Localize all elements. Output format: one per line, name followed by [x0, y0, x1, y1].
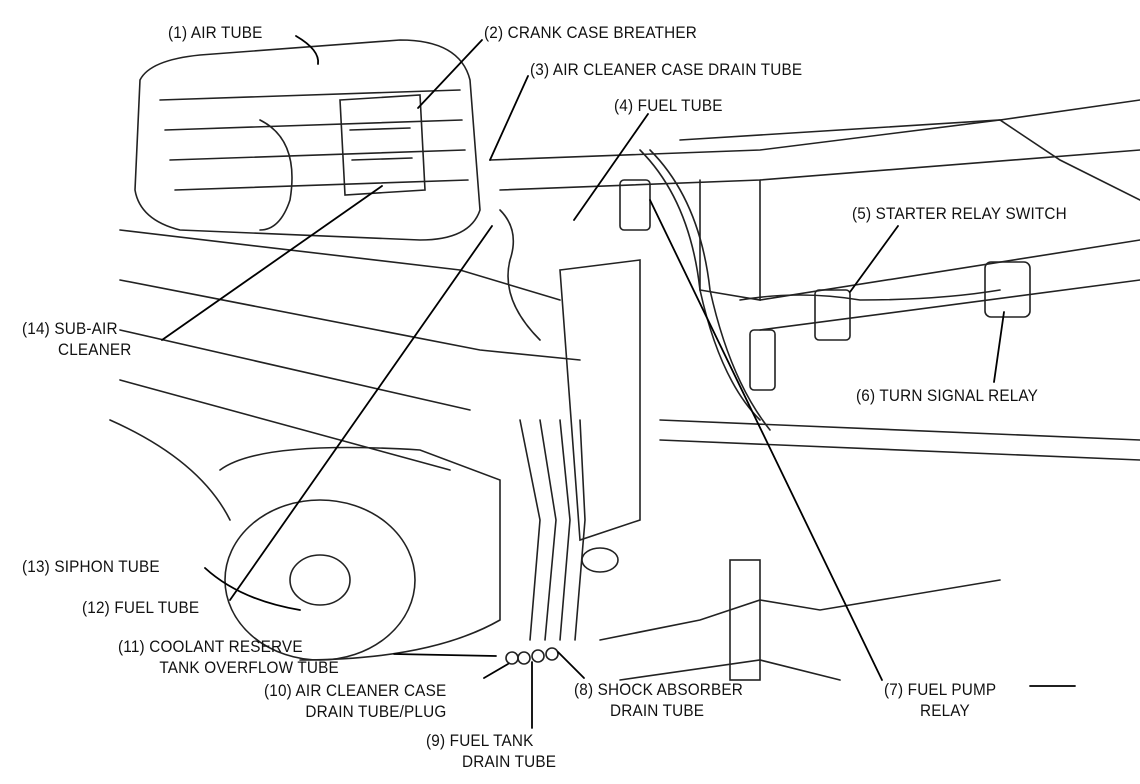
- label-air-tube: (1) AIR TUBE: [168, 22, 263, 43]
- relay-drawing: [619, 179, 1031, 391]
- cylinder-head-drawing: [134, 39, 481, 241]
- label-text: CLEANER: [58, 340, 132, 359]
- label-crank-case-breather: (2) CRANK CASE BREATHER: [484, 22, 697, 43]
- label-text: (14) SUB-AIR: [22, 319, 118, 338]
- label-air-cleaner-case-drain-tube-plug: (10) AIR CLEANER CASE DRAIN TUBE/PLUG: [264, 680, 446, 722]
- label-text: (13) SIPHON TUBE: [22, 557, 160, 576]
- label-text: (11) COOLANT RESERVE: [118, 637, 303, 656]
- label-text: (8) SHOCK ABSORBER: [574, 680, 744, 699]
- label-fuel-tube-12: (12) FUEL TUBE: [82, 597, 199, 618]
- label-shock-absorber-drain-tube: (8) SHOCK ABSORBER DRAIN TUBE: [574, 679, 743, 721]
- label-turn-signal-relay: (6) TURN SIGNAL RELAY: [856, 385, 1038, 406]
- leader-line-5: [849, 225, 899, 293]
- label-text: (3) AIR CLEANER CASE DRAIN TUBE: [530, 60, 803, 79]
- label-starter-relay-switch: (5) STARTER RELAY SWITCH: [852, 203, 1067, 224]
- label-air-cleaner-case-drain-tube: (3) AIR CLEANER CASE DRAIN TUBE: [530, 59, 802, 80]
- leader-line-4: [573, 113, 649, 221]
- label-text: DRAIN TUBE: [610, 701, 705, 720]
- label-text: (10) AIR CLEANER CASE: [264, 681, 447, 700]
- label-text: (5) STARTER RELAY SWITCH: [852, 204, 1067, 223]
- frame-rails-drawing: [119, 99, 1140, 471]
- leader-line-3: [489, 75, 529, 161]
- label-text: (7) FUEL PUMP: [884, 680, 997, 699]
- label-text: (1) AIR TUBE: [168, 23, 263, 42]
- leader-lines: [161, 35, 1076, 729]
- label-fuel-pump-relay: (7) FUEL PUMP RELAY: [884, 679, 996, 721]
- label-text: (2) CRANK CASE BREATHER: [484, 23, 698, 42]
- label-fuel-tank-drain-tube: (9) FUEL TANK DRAIN TUBE: [426, 730, 556, 772]
- label-text: (6) TURN SIGNAL RELAY: [856, 386, 1039, 405]
- leader-line-8: [557, 651, 585, 679]
- label-text: DRAIN TUBE/PLUG: [305, 702, 447, 721]
- engine-case-drawing: [109, 259, 1001, 681]
- wire-harness-drawing: [499, 149, 1001, 641]
- leader-line-11: [393, 653, 497, 657]
- drain-tube-ends-drawing: [505, 647, 559, 665]
- leader-line-13: [204, 567, 301, 611]
- label-text: RELAY: [920, 701, 970, 720]
- label-text: DRAIN TUBE: [462, 752, 557, 771]
- leader-line-1: [295, 35, 319, 65]
- leader-line-14: [161, 185, 383, 341]
- leader-line-6: [993, 311, 1005, 383]
- label-siphon-tube: (13) SIPHON TUBE: [22, 556, 160, 577]
- leader-line-12: [229, 225, 493, 601]
- label-sub-air-cleaner: (14) SUB-AIR CLEANER: [22, 318, 132, 360]
- label-fuel-tube-4: (4) FUEL TUBE: [614, 95, 723, 116]
- label-text: (9) FUEL TANK: [426, 731, 534, 750]
- leader-line-2: [417, 39, 483, 109]
- label-text: TANK OVERFLOW TUBE: [159, 658, 339, 677]
- label-text: (12) FUEL TUBE: [82, 598, 200, 617]
- label-coolant-reserve-tank-overflow-tube: (11) COOLANT RESERVE TANK OVERFLOW TUBE: [118, 636, 339, 678]
- leader-line-10: [483, 663, 509, 679]
- leader-line-7: [649, 199, 883, 681]
- label-text: (4) FUEL TUBE: [614, 96, 723, 115]
